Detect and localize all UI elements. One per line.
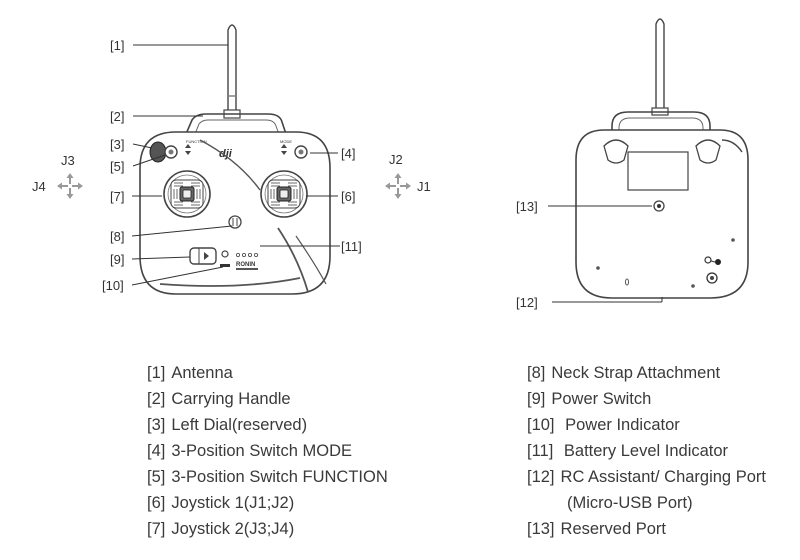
function-switch-label: FUNCTION xyxy=(186,139,207,144)
back-view-controller xyxy=(575,18,749,299)
legend-number: [11] xyxy=(527,442,554,460)
legend-text: Power Switch xyxy=(551,390,652,408)
brand-logo: dji xyxy=(219,148,233,160)
back-antenna xyxy=(655,18,665,111)
legend-text: Left Dial(reserved) xyxy=(171,416,308,434)
legend-item: [2] Carrying Handle xyxy=(147,386,388,412)
legend-text: Carrying Handle xyxy=(171,390,291,408)
legend-number: [7] xyxy=(147,520,166,538)
legend-number: [1] xyxy=(147,364,166,382)
legend-item: [5] 3-Position Switch FUNCTION xyxy=(147,464,388,490)
legend-left: [1] Antenna [2] Carrying Handle [3] Left Di… xyxy=(147,360,388,542)
legend-text: Joystick 2(J3;J4) xyxy=(171,520,295,538)
legend-number: [12] xyxy=(527,468,555,486)
legend-number: [10] xyxy=(527,416,555,434)
neck-strap-attachment xyxy=(228,215,242,229)
legend-item: [10] Power Indicator xyxy=(527,412,766,438)
callout-9: [9] xyxy=(110,252,124,267)
legend-text: (Micro-USB Port) xyxy=(567,494,693,512)
axis-cross-right xyxy=(385,173,411,199)
legend-right: [8] Neck Strap Attachment [9] Power Switch… xyxy=(527,360,766,542)
front-view-controller: FUNCTION MODE dji xyxy=(139,24,331,295)
legend-number: [2] xyxy=(147,390,166,408)
callout-1: [1] xyxy=(110,38,124,53)
legend-text: Neck Strap Attachment xyxy=(551,364,721,382)
legend-item: [8] Neck Strap Attachment xyxy=(527,360,766,386)
axis-label-j1: J1 xyxy=(417,179,431,194)
ronin-marking: RONIN xyxy=(236,262,255,268)
legend-item: [7] Joystick 2(J3;J4) xyxy=(147,516,388,542)
legend-number: [9] xyxy=(527,390,546,408)
rc-assistant-charging-port xyxy=(706,272,718,284)
legend-item: [9] Power Switch xyxy=(527,386,766,412)
axis-cross-left xyxy=(57,173,83,199)
callout-6: [6] xyxy=(341,189,355,204)
mode-switch-label: MODE xyxy=(280,139,292,144)
callout-5: [5] xyxy=(110,159,124,174)
legend-text: Joystick 1(J1;J2) xyxy=(171,494,295,512)
legend-number: [13] xyxy=(527,520,555,538)
axis-label-j2: J2 xyxy=(389,152,403,167)
power-indicator xyxy=(221,250,229,258)
legend-text: Power Indicator xyxy=(560,416,680,434)
carrying-handle xyxy=(185,113,287,135)
callout-2: [2] xyxy=(110,109,124,124)
legend-text: Antenna xyxy=(171,364,233,382)
legend-text: 3-Position Switch MODE xyxy=(171,442,352,460)
callout-10: [10] xyxy=(102,278,124,293)
battery-level-indicator xyxy=(235,252,258,257)
legend-item: [1] Antenna xyxy=(147,360,388,386)
reserved-port xyxy=(653,200,665,212)
callout-8: [8] xyxy=(110,229,124,244)
axis-label-j3: J3 xyxy=(61,153,75,168)
legend-number: [8] xyxy=(527,364,546,382)
back-label-area xyxy=(627,151,689,191)
legend-item: [3] Left Dial(reserved) xyxy=(147,412,388,438)
back-body xyxy=(575,129,749,299)
legend-number: [4] xyxy=(147,442,166,460)
power-switch xyxy=(189,247,217,265)
legend-item: [13] Reserved Port xyxy=(527,516,766,542)
legend-number: [3] xyxy=(147,416,166,434)
legend-item: [4] 3-Position Switch MODE xyxy=(147,438,388,464)
legend-number: [6] xyxy=(147,494,166,512)
antenna xyxy=(227,24,237,113)
axis-label-j4: J4 xyxy=(32,179,46,194)
legend-item: [11] Battery Level Indicator xyxy=(527,438,766,464)
joystick-1 xyxy=(260,170,308,218)
legend-number: [5] xyxy=(147,468,166,486)
callout-lines-back xyxy=(548,205,663,303)
callout-11: [11] xyxy=(341,239,362,254)
legend-text: Battery Level Indicator xyxy=(559,442,729,460)
legend-text: Reserved Port xyxy=(560,520,666,538)
callout-12: [12] xyxy=(516,295,538,310)
callout-lines-front xyxy=(131,44,340,286)
callout-7: [7] xyxy=(110,189,124,204)
joystick-2 xyxy=(163,170,211,218)
legend-item: [6] Joystick 1(J1;J2) xyxy=(147,490,388,516)
legend-item: (Micro-USB Port) xyxy=(527,490,766,516)
callout-3: [3] xyxy=(110,137,124,152)
legend-item: [12] RC Assistant/ Charging Port xyxy=(527,464,766,490)
callout-13: [13] xyxy=(516,199,538,214)
legend-text: 3-Position Switch FUNCTION xyxy=(171,468,388,486)
legend-text: RC Assistant/ Charging Port xyxy=(560,468,766,486)
callout-4: [4] xyxy=(341,146,355,161)
